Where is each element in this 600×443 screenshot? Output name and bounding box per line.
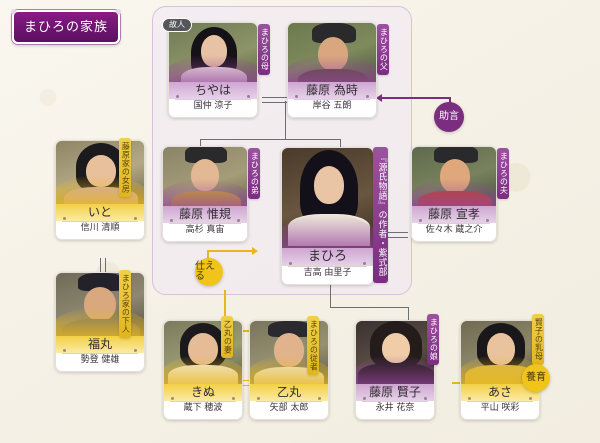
status-badge-deceased: 故人: [162, 18, 192, 32]
card-otomaru[interactable]: 乙丸 矢部 太郎 まひろの従者: [249, 316, 329, 420]
card-kinu-actor: 蔵下 穂波: [170, 401, 236, 417]
card-kinu-name: きぬ: [164, 384, 242, 402]
card-mahiro[interactable]: まひろ 吉高 由里子 『源氏物語』の作者・紫式部: [281, 147, 389, 285]
photo-brother: [163, 147, 247, 207]
tag-daughter: まひろの娘: [427, 314, 440, 365]
connector-mother-father: [262, 97, 310, 103]
tag-asa: 賢子の乳母: [532, 314, 545, 365]
card-mahiro-name: まひろ: [282, 248, 373, 267]
tag-mahiro: 『源氏物語』の作者・紫式部: [373, 147, 389, 283]
tag-fukumaru: まひろ家の下人: [119, 270, 132, 338]
connector-mahiro-down: [330, 285, 331, 307]
card-ito[interactable]: いと 信川 清順 藤原家の女房: [55, 138, 145, 240]
card-mahiro-actor: 吉高 由里子: [288, 266, 367, 282]
connector-advice-arrow: [376, 94, 382, 102]
card-ito-name: いと: [56, 204, 144, 222]
connector-to-daughter: [408, 307, 409, 321]
card-fukumaru-name: 福丸: [56, 336, 144, 354]
photo-father: [288, 23, 376, 83]
card-otomaru-actor: 矢部 太郎: [256, 401, 322, 417]
tag-kinu: 乙丸の妻: [221, 316, 234, 358]
badge-serve-label: 仕える: [195, 261, 215, 282]
photo-mahiro: [282, 148, 373, 249]
card-mother[interactable]: ちやは 国仲 涼子 故人 まひろの母: [162, 18, 271, 118]
card-father-actor: 岸谷 五朗: [294, 99, 370, 115]
card-asa-actor: 平山 咲彩: [467, 401, 533, 417]
card-fukumaru[interactable]: 福丸 勢登 健雄 まひろ家の下人: [55, 270, 145, 372]
connector-to-brother: [200, 139, 201, 151]
card-asa-name: あさ: [461, 384, 539, 402]
card-kinu[interactable]: きぬ 蔵下 穂波 乙丸の妻: [163, 316, 243, 420]
page-title-text: まひろの家族: [23, 19, 108, 35]
card-mother-name: ちやは: [169, 82, 257, 100]
card-asa[interactable]: あさ 平山 咲彩 賢子の乳母: [460, 314, 545, 420]
card-brother[interactable]: 藤原 惟規 高杉 真宙 まひろの弟: [162, 146, 261, 242]
tag-mother: まひろの母: [258, 24, 271, 75]
card-father[interactable]: 藤原 為時 岸谷 五朗 まひろの父: [287, 22, 390, 118]
card-daughter[interactable]: 藤原 賢子 永井 花奈 まひろの娘: [355, 314, 440, 420]
connector-marriage-drop: [285, 101, 286, 139]
connector-serve-to-mahiro: [207, 250, 253, 252]
card-otomaru-name: 乙丸: [250, 384, 328, 402]
card-daughter-actor: 永井 花奈: [362, 401, 428, 417]
tag-husband: まひろの夫: [497, 148, 510, 199]
connector-ito-fukumaru: [100, 258, 106, 272]
connector-sibling-bar: [200, 139, 340, 140]
card-brother-name: 藤原 惟規: [163, 206, 247, 224]
card-brother-actor: 高杉 真宙: [169, 223, 241, 239]
badge-raise-label: 養育: [526, 372, 546, 383]
photo-daughter: [356, 321, 434, 385]
card-husband[interactable]: 藤原 宣孝 佐々木 蔵之介 まひろの夫: [411, 146, 510, 242]
connector-advice-horizontal: [382, 97, 450, 99]
tag-father: まひろの父: [377, 24, 390, 75]
card-daughter-name: 藤原 賢子: [356, 384, 434, 402]
photo-husband: [412, 147, 496, 207]
badge-serve[interactable]: 仕える: [195, 258, 223, 286]
tag-brother: まひろの弟: [248, 148, 261, 199]
connector-to-mahiro: [340, 139, 341, 147]
connector-mahiro-husband: [374, 232, 408, 238]
badge-advice-label: 助言: [439, 111, 459, 122]
photo-asa: [461, 321, 539, 385]
card-ito-actor: 信川 清順: [62, 221, 138, 237]
card-father-name: 藤原 為時: [288, 82, 376, 100]
card-fukumaru-actor: 勢登 健雄: [62, 353, 138, 369]
tag-ito: 藤原家の女房: [119, 138, 132, 197]
badge-advice[interactable]: 助言: [434, 102, 464, 132]
badge-raise[interactable]: 養育: [522, 364, 550, 392]
page-title: まひろの家族: [11, 9, 121, 44]
tag-otomaru: まひろの従者: [307, 316, 320, 375]
card-husband-actor: 佐々木 蔵之介: [418, 223, 490, 239]
photo-mother: [169, 23, 257, 83]
card-mother-actor: 国仲 涼子: [175, 99, 251, 115]
connector-serve-vertical: [224, 290, 226, 330]
connector-daughter-bar: [330, 307, 408, 308]
card-husband-name: 藤原 宣孝: [412, 206, 496, 224]
connector-serve-arrow: [252, 247, 258, 255]
